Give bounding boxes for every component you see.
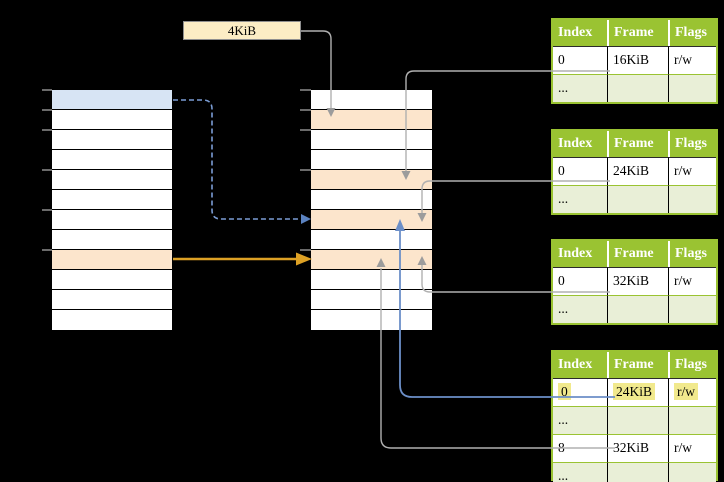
col-header-frame: Frame — [607, 241, 668, 267]
col-header-flags: Flags — [668, 20, 716, 46]
cell-empty — [607, 406, 668, 434]
page-table-16kib: Index Frame Flags 0 16KiB r/w ... — [551, 18, 718, 104]
frame-row — [311, 190, 432, 210]
cell-index: 8 — [553, 434, 607, 462]
cell-flags: r/w — [668, 157, 716, 185]
blue-dashed-arrowhead — [301, 214, 311, 224]
memory-row — [52, 150, 172, 170]
cell-empty — [668, 295, 716, 323]
level2-page-table: Index Frame Flags 0 24KiB r/w ... 8 32Ki… — [551, 350, 718, 482]
cell-ellipsis: ... — [553, 462, 607, 482]
frame-row-4kib — [311, 110, 432, 130]
cell-frame: 24KiB — [607, 157, 668, 185]
memory-row — [52, 190, 172, 210]
frame-row — [311, 270, 432, 290]
cell-empty — [668, 462, 716, 482]
cell-ellipsis: ... — [553, 295, 607, 323]
virtual-page-row-blue — [52, 90, 172, 110]
frame-row — [311, 290, 432, 310]
cell-ellipsis: ... — [553, 74, 607, 102]
yellow-highlight: 24KiB — [613, 383, 656, 400]
cell-empty — [668, 185, 716, 213]
cell-empty — [607, 74, 668, 102]
cell-flags: r/w — [668, 434, 716, 462]
col-header-flags: Flags — [668, 131, 716, 157]
cell-frame: 32KiB — [607, 267, 668, 295]
frame-row-16kib — [311, 170, 432, 190]
cell-ellipsis: ... — [553, 406, 607, 434]
virtual-memory-column — [52, 90, 172, 330]
cell-empty — [668, 406, 716, 434]
col-header-flags: Flags — [668, 352, 716, 378]
col-header-index: Index — [553, 352, 607, 378]
col-header-frame: Frame — [607, 20, 668, 46]
memory-row — [52, 230, 172, 250]
cell-ellipsis: ... — [553, 185, 607, 213]
yellow-highlight: 0 — [558, 383, 571, 400]
cell-frame: 32KiB — [607, 434, 668, 462]
cell-flags: r/w — [668, 46, 716, 74]
cell-index: 0 — [553, 157, 607, 185]
col-header-frame: Frame — [607, 352, 668, 378]
frame-row — [311, 150, 432, 170]
memory-row — [52, 130, 172, 150]
arrow-virtual-page0-dashed — [173, 99, 300, 220]
col-header-index: Index — [553, 241, 607, 267]
frame-row-24kib — [311, 210, 432, 230]
frame-row — [311, 90, 432, 110]
virtual-address-ticks — [42, 89, 52, 251]
memory-row — [52, 290, 172, 310]
yellow-highlight: r/w — [674, 383, 698, 400]
cell-frame-highlighted: 24KiB — [607, 378, 668, 406]
frame-row-32kib — [311, 250, 432, 270]
col-header-flags: Flags — [668, 241, 716, 267]
page-size-label: 4KiB — [183, 21, 301, 40]
virtual-page-row-orange — [52, 250, 172, 270]
physical-memory-column — [311, 90, 432, 330]
cell-empty — [607, 185, 668, 213]
col-header-frame: Frame — [607, 131, 668, 157]
memory-row — [52, 310, 172, 330]
frame-row — [311, 230, 432, 250]
cell-empty — [668, 74, 716, 102]
col-header-index: Index — [553, 20, 607, 46]
frame-row — [311, 310, 432, 330]
frame-row — [311, 130, 432, 150]
memory-row — [52, 110, 172, 130]
cell-empty — [607, 295, 668, 323]
cell-index-highlighted: 0 — [553, 378, 607, 406]
orange-arrowhead — [296, 252, 312, 266]
page-table-24kib: Index Frame Flags 0 24KiB r/w ... — [551, 129, 718, 215]
cell-flags-highlighted: r/w — [668, 378, 716, 406]
cell-index: 0 — [553, 46, 607, 74]
cell-empty — [607, 462, 668, 482]
memory-row — [52, 270, 172, 290]
memory-row — [52, 170, 172, 190]
col-header-index: Index — [553, 131, 607, 157]
cell-index: 0 — [553, 267, 607, 295]
cell-frame: 16KiB — [607, 46, 668, 74]
physical-address-ticks — [300, 89, 311, 251]
page-table-32kib: Index Frame Flags 0 32KiB r/w ... — [551, 239, 718, 325]
cell-flags: r/w — [668, 267, 716, 295]
memory-row — [52, 210, 172, 230]
